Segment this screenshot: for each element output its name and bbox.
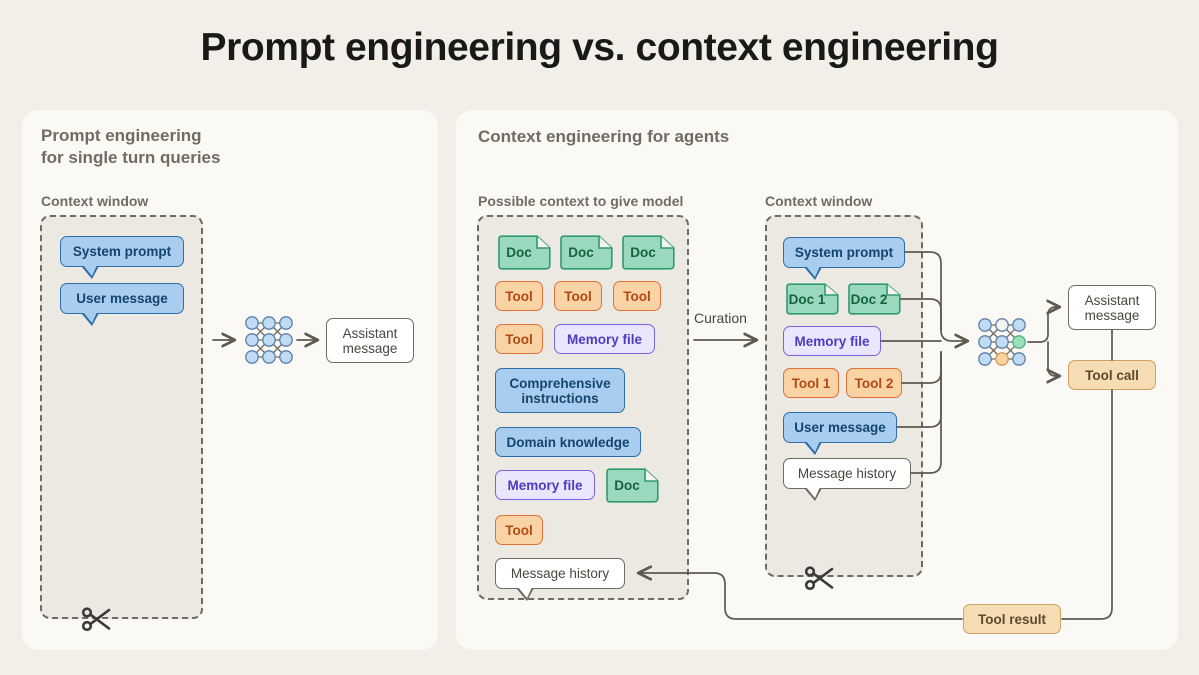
node-memory-file[interactable]: Memory file bbox=[783, 326, 881, 356]
right-context-window-label: Context window bbox=[765, 193, 873, 209]
scissors-icon bbox=[79, 601, 115, 642]
node-tool[interactable]: Tool bbox=[554, 281, 602, 311]
node-domain-knowledge[interactable]: Domain knowledge bbox=[495, 427, 641, 457]
node-tool[interactable]: Tool bbox=[495, 515, 543, 545]
node-doc[interactable]: Doc bbox=[619, 235, 675, 270]
node-tool[interactable]: Tool bbox=[613, 281, 661, 311]
left-context-window-label: Context window bbox=[41, 193, 149, 209]
curation-label: Curation bbox=[694, 310, 747, 326]
neural-network-icon bbox=[976, 316, 1028, 373]
left-context-window bbox=[40, 215, 203, 619]
node-tool-call[interactable]: Tool call bbox=[1068, 360, 1156, 390]
node-doc[interactable]: Doc bbox=[557, 235, 613, 270]
node-doc[interactable]: Doc bbox=[495, 235, 551, 270]
node-user-message[interactable]: User message bbox=[60, 283, 184, 326]
possible-context-label: Possible context to give model bbox=[478, 193, 684, 209]
node-tool-2[interactable]: Tool 2 bbox=[846, 368, 902, 398]
node-tool[interactable]: Tool bbox=[495, 281, 543, 311]
neural-network-icon bbox=[243, 314, 295, 371]
node-tool-1[interactable]: Tool 1 bbox=[783, 368, 839, 398]
node-tool[interactable]: Tool bbox=[495, 324, 543, 354]
node-system-prompt[interactable]: System prompt bbox=[60, 236, 184, 279]
node-doc-1[interactable]: Doc 1 bbox=[783, 283, 839, 315]
node-system-prompt[interactable]: System prompt bbox=[783, 237, 905, 280]
page-title: Prompt engineering vs. context engineeri… bbox=[200, 26, 999, 69]
node-message-history[interactable]: Message history bbox=[495, 558, 625, 601]
node-doc[interactable]: Doc bbox=[603, 468, 659, 503]
node-doc-2[interactable]: Doc 2 bbox=[845, 283, 901, 315]
node-memory-file[interactable]: Memory file bbox=[495, 470, 595, 500]
node-assistant-message[interactable]: Assistant message bbox=[326, 318, 414, 363]
node-memory-file[interactable]: Memory file bbox=[554, 324, 655, 354]
right-panel-title: Context engineering for agents bbox=[478, 127, 730, 146]
node-comprehensive-instructions[interactable]: Comprehensive instructions bbox=[495, 368, 625, 413]
node-tool-result[interactable]: Tool result bbox=[963, 604, 1061, 634]
scissors-icon bbox=[802, 560, 838, 601]
left-panel-title: Prompt engineering for single turn queri… bbox=[41, 126, 221, 167]
node-user-message[interactable]: User message bbox=[783, 412, 897, 455]
node-assistant-message[interactable]: Assistant message bbox=[1068, 285, 1156, 330]
node-message-history[interactable]: Message history bbox=[783, 458, 911, 501]
